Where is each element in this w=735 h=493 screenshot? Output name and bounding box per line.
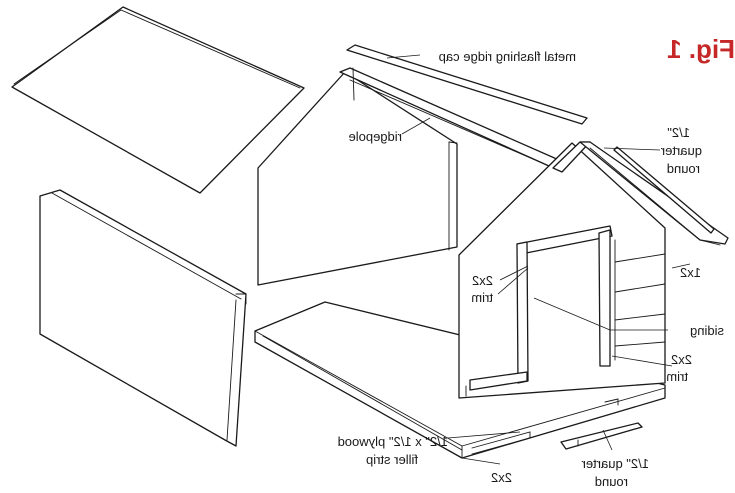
label-trim-left: 2x2 trim [471, 273, 493, 305]
quarter-round-piece [560, 422, 643, 450]
figure-title-text: Fig. 1 [667, 34, 735, 64]
trim-left-line-1: 2x2 [472, 273, 493, 288]
door-trim [465, 225, 613, 397]
ridgepole-label: ridgepole [349, 129, 403, 144]
front-roof-overhang [552, 141, 729, 246]
trim-left-line-2: trim [471, 290, 493, 305]
quarter-round-top-line-2: quarter [660, 143, 702, 158]
roof-panel [11, 6, 305, 194]
quarter-round-top-line-3: round [667, 161, 700, 176]
siding-boards [614, 239, 666, 361]
label-quarter-round-top: 1/2" quarter round [660, 125, 702, 176]
label-trim-right: 2x2 trim [666, 352, 692, 384]
label-1x2: 1x2 [680, 265, 701, 280]
siding-label: siding [690, 323, 724, 338]
figure-title: Fig. 1 [667, 34, 735, 64]
ridge-cap-strip [346, 44, 588, 125]
trim-right-line-2: trim [666, 369, 688, 384]
ridge-cap-label: metal flashing ridge cap [439, 49, 576, 64]
label-quarter-round-bottom: 1/2" quarter round [581, 456, 649, 489]
side-wall-panel [39, 189, 247, 447]
quarter-round-top-line-1: 1/2" [667, 125, 690, 140]
back-gable-wall [257, 71, 458, 286]
quarter-round-bottom-line-2: round [595, 474, 628, 489]
trim-right-line-1: 2x2 [671, 352, 692, 367]
front-gable-wall [458, 142, 666, 399]
leader-lines [386, 54, 691, 465]
label-siding: siding [690, 323, 724, 338]
one-by-two-label: 1x2 [680, 265, 701, 280]
label-ridge-cap: metal flashing ridge cap [439, 49, 576, 64]
label-ridgepole: ridgepole [349, 129, 403, 144]
label-2x2: 2x2 [491, 470, 512, 485]
filler-strip-line-1: 1/2" x 1/2" plywood [338, 434, 448, 449]
quarter-round-bottom-line-1: 1/2" quarter [581, 456, 649, 471]
filler-strip-line-2: filler strip [366, 452, 418, 467]
two-by-two-label: 2x2 [491, 470, 512, 485]
label-filler-strip: 1/2" x 1/2" plywood filler strip [338, 434, 448, 467]
